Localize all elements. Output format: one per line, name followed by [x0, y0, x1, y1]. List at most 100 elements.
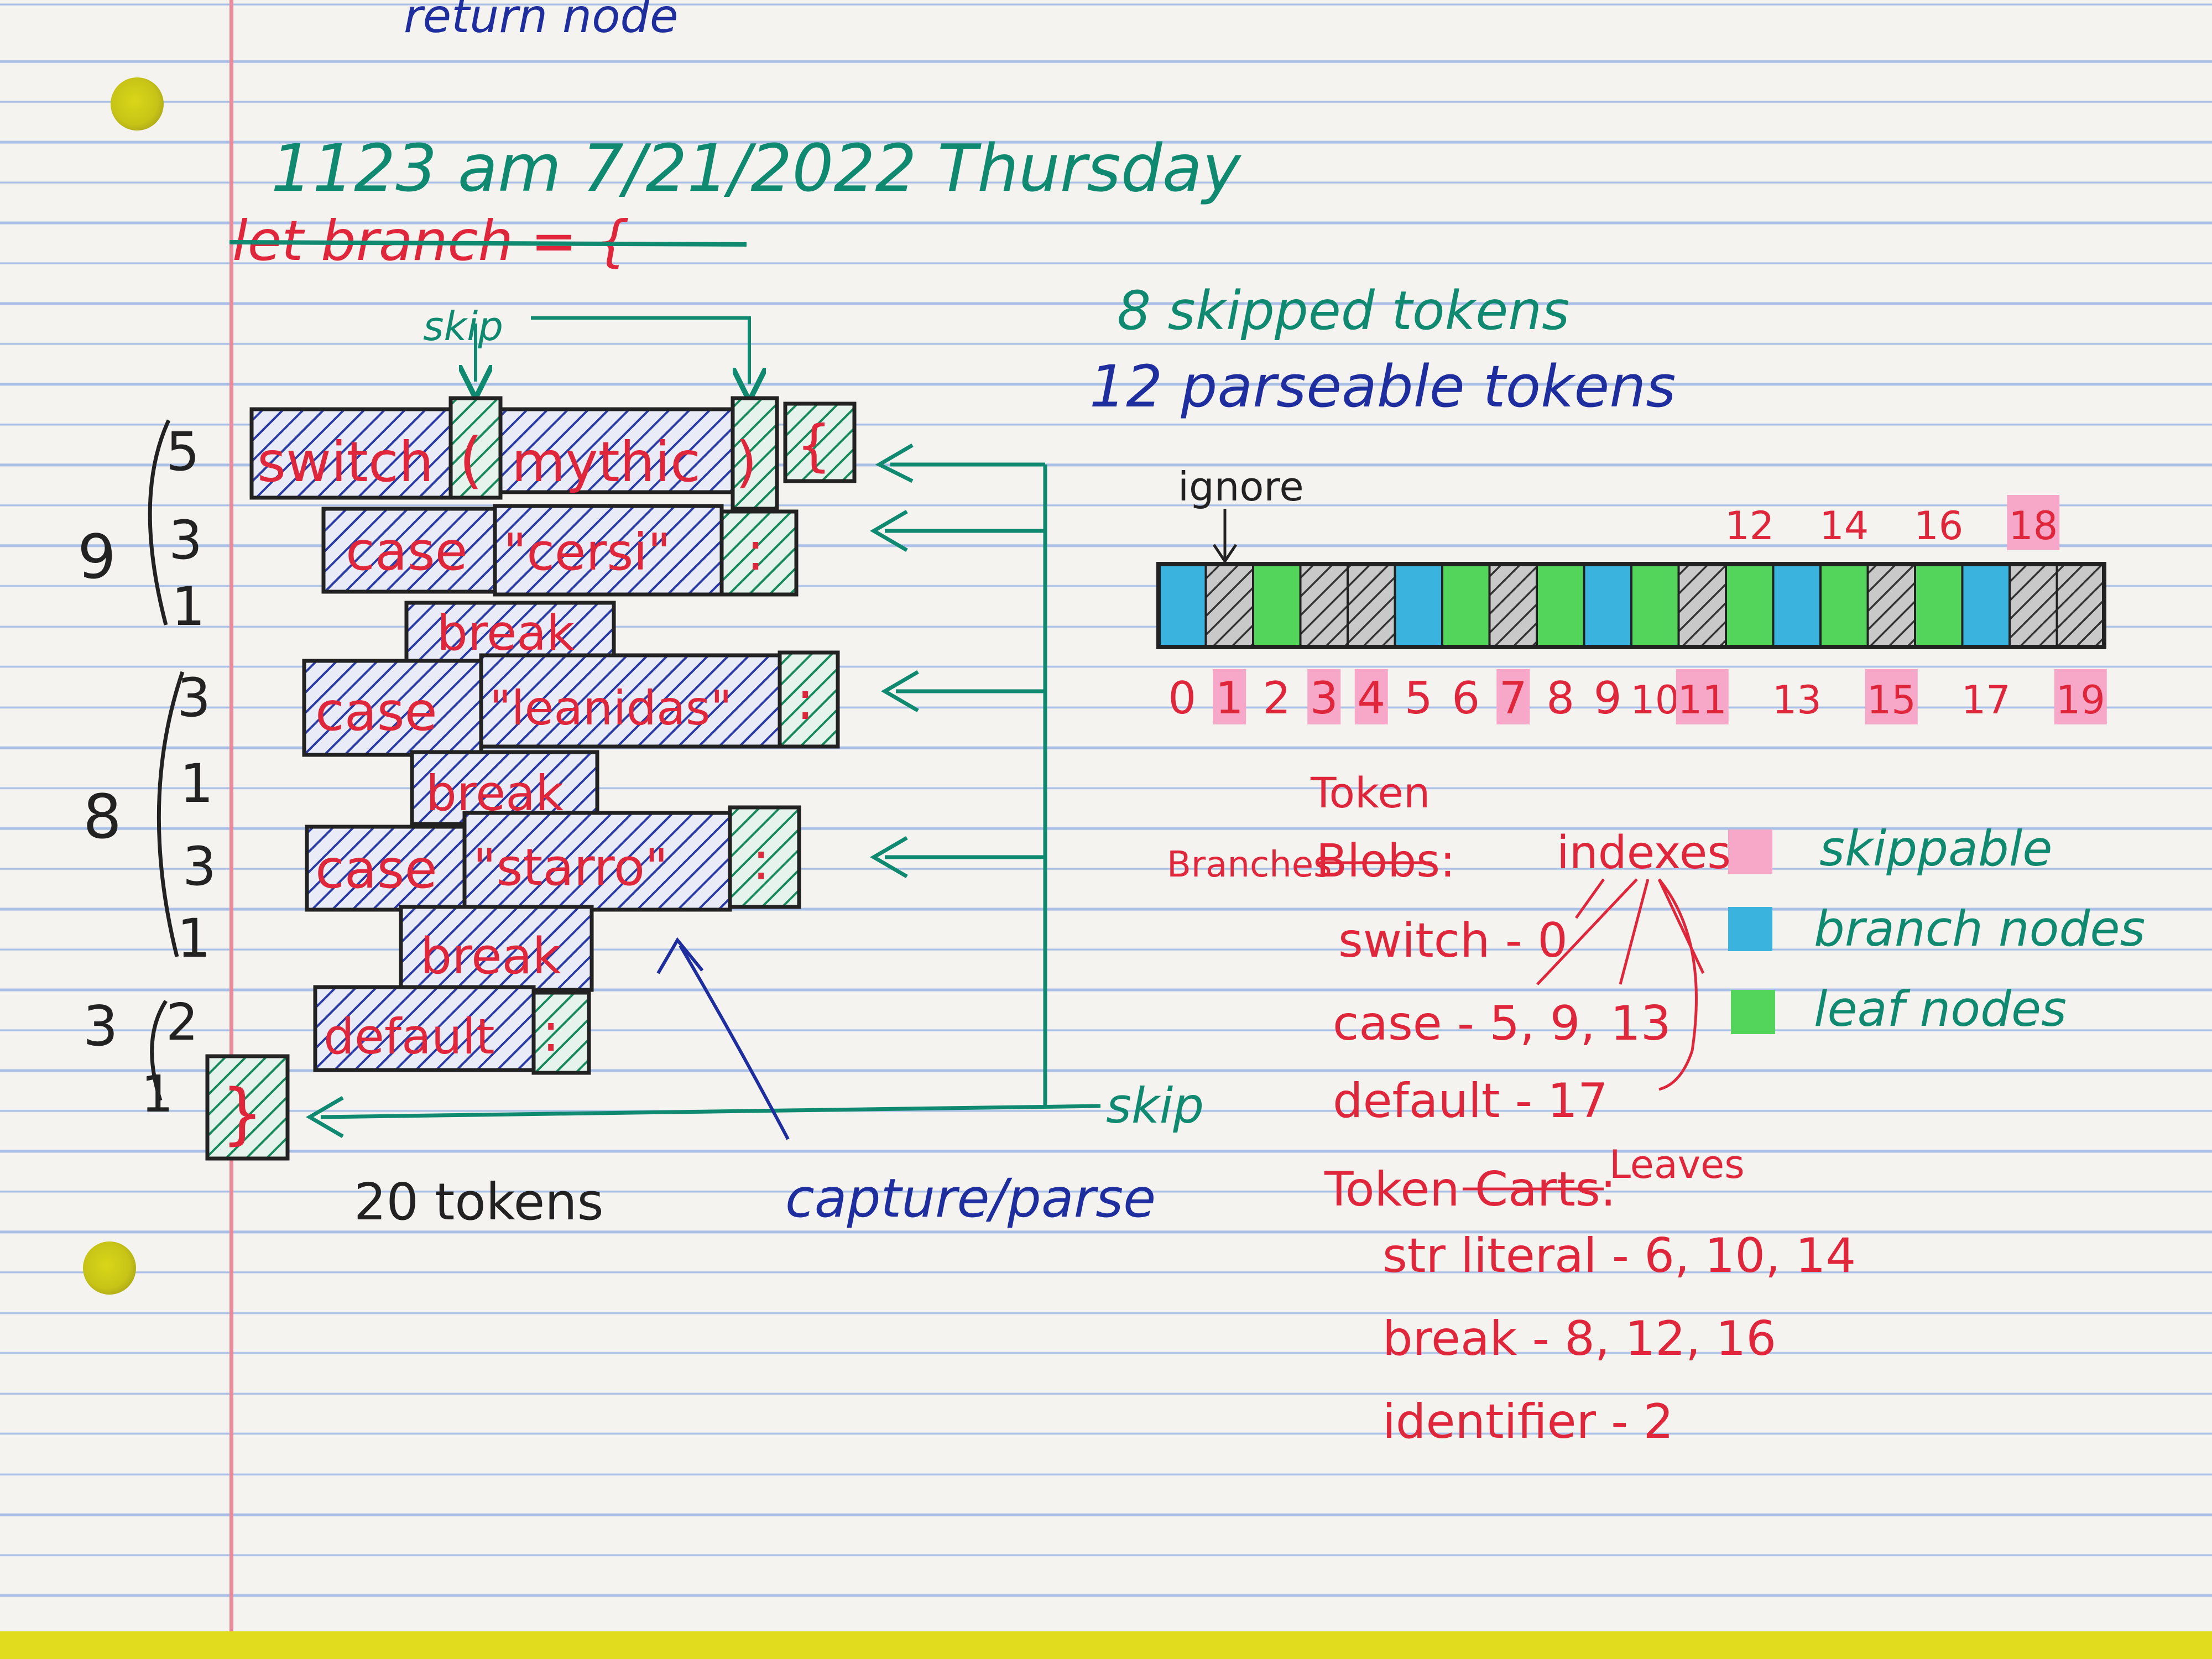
legend-swatch-leaf [1731, 990, 1775, 1034]
row-close-brace: } [205, 1054, 290, 1161]
token-cell [1252, 563, 1302, 648]
token-cell [1866, 563, 1916, 648]
token-cell [1157, 563, 1207, 648]
token-open-brace: { [796, 413, 832, 478]
indexes-label: indexes [1557, 827, 1731, 879]
skippable-highlight [1213, 669, 1246, 724]
token-carts-label-struck: Token Carts: [1324, 1162, 1616, 1217]
struck-line: let branch = { [229, 208, 747, 273]
skip-right-label: skip [1106, 1077, 1204, 1134]
blobs-label-struck: Blobs: [1316, 835, 1455, 888]
token-cell [1725, 563, 1775, 648]
token-cell [1347, 563, 1396, 648]
token-index-number: 19 [2056, 677, 2105, 723]
legend-label-skippable: skippable [1819, 820, 2052, 877]
token-cell [1961, 563, 2011, 648]
str-literal-index-line: str literal - 6, 10, 14 [1383, 1228, 1856, 1284]
legend: skippable branch nodes leaf nodes [1728, 820, 2145, 1037]
token-colon-1: : [747, 520, 764, 582]
punch-hole-bottom [83, 1241, 136, 1295]
token-cell [1394, 563, 1443, 648]
default-index-line: default - 17 [1333, 1073, 1608, 1129]
token-starro: "starro" [473, 838, 668, 897]
token-leanidas: "leanidas" [489, 681, 732, 736]
punch-hole-top [111, 77, 164, 131]
token-cersi: "cersi" [503, 523, 671, 582]
timestamp: 1123 am 7/21/2022 Thursday [271, 130, 1242, 206]
token-default: default [324, 1008, 495, 1065]
token-case-1: case [346, 520, 468, 582]
group2-item-3: 3 [182, 836, 216, 898]
ignore-label: ignore [1178, 463, 1304, 510]
group2-item-4: 1 [177, 907, 211, 969]
skip-top-label: skip [423, 303, 503, 349]
token-index-number: 16 [1914, 503, 1963, 549]
token-cell [1488, 563, 1538, 648]
skippable-highlight [1307, 669, 1341, 724]
group2-item-2: 1 [180, 753, 213, 815]
token-cell [1819, 563, 1869, 648]
token-index-number: 14 [1819, 503, 1869, 549]
token-label: Token [1310, 768, 1430, 817]
index-arrows [1536, 878, 1705, 1091]
group2-total: 8 [83, 781, 122, 852]
token-colon-2: : [796, 670, 814, 732]
token-cell [1441, 563, 1491, 648]
skippable-highlight [2054, 669, 2107, 724]
branches-label: Branches [1167, 844, 1332, 885]
parseable-count: 12 parseable tokens [1089, 353, 1676, 420]
group3-item-1: 2 [166, 993, 199, 1052]
row-switch: switch ( mythic ) { [249, 396, 857, 511]
token-close-paren: ) [735, 430, 757, 494]
row-case-starro: case "starro" : [305, 805, 801, 912]
group3-total: 3 [83, 994, 118, 1058]
token-cell [1299, 563, 1349, 648]
row-break-3: break [399, 905, 594, 992]
token-cell [2008, 563, 2058, 648]
token-index-number: 12 [1725, 503, 1774, 549]
token-index-number: 8 [1546, 672, 1574, 724]
token-index-number: 6 [1452, 672, 1480, 724]
skippable-highlight [1865, 669, 1918, 724]
token-index-number: 1 [1215, 672, 1244, 724]
token-index-number: 11 [1678, 677, 1727, 723]
skippable-highlight [1496, 669, 1530, 724]
token-switch: switch [257, 430, 434, 494]
row-default: default : [313, 985, 591, 1075]
token-strip-outline [1156, 562, 2106, 649]
token-mythic: mythic [512, 430, 701, 494]
group1-item-2: 3 [169, 509, 202, 571]
case-index-line: case - 5, 9, 13 [1333, 996, 1671, 1051]
token-cell [1204, 563, 1254, 648]
token-index-number: 3 [1310, 672, 1338, 724]
group1-item-3: 1 [171, 576, 205, 638]
token-index-number: 10 [1630, 677, 1679, 723]
row-break-1: break [404, 601, 616, 663]
token-close-brace: } [221, 1076, 263, 1152]
token-index-number: 5 [1405, 672, 1433, 724]
token-index-number: 17 [1961, 677, 2011, 723]
token-cell [1772, 563, 1822, 648]
token-cell [1677, 563, 1727, 648]
token-index-number: 15 [1867, 677, 1916, 723]
token-cell [1583, 563, 1632, 648]
token-break-3: break [420, 927, 561, 985]
group1-total: 9 [77, 521, 116, 592]
top-note: return node [404, 0, 679, 43]
identifier-index-line: identifier - 2 [1383, 1394, 1673, 1449]
token-cell [1536, 563, 1585, 648]
total-tokens: 20 tokens [354, 1172, 604, 1232]
skippable-highlight [1676, 669, 1729, 724]
token-open-paren: ( [459, 425, 483, 495]
token-index-number: 4 [1357, 672, 1385, 724]
line-counts: 9 5 3 1 8 3 1 3 1 3 2 1 [77, 419, 216, 1124]
legend-label-branch: branch nodes [1814, 900, 2145, 957]
group2-item-1: 3 [177, 667, 211, 729]
skipped-count: 8 skipped tokens [1117, 280, 1569, 342]
index-notes: Token Branches Blobs: indexes switch - 0… [1167, 768, 1856, 1449]
skip-connector [306, 443, 1101, 1139]
legend-label-leaf: leaf nodes [1814, 980, 2067, 1037]
token-cell [2056, 563, 2105, 648]
